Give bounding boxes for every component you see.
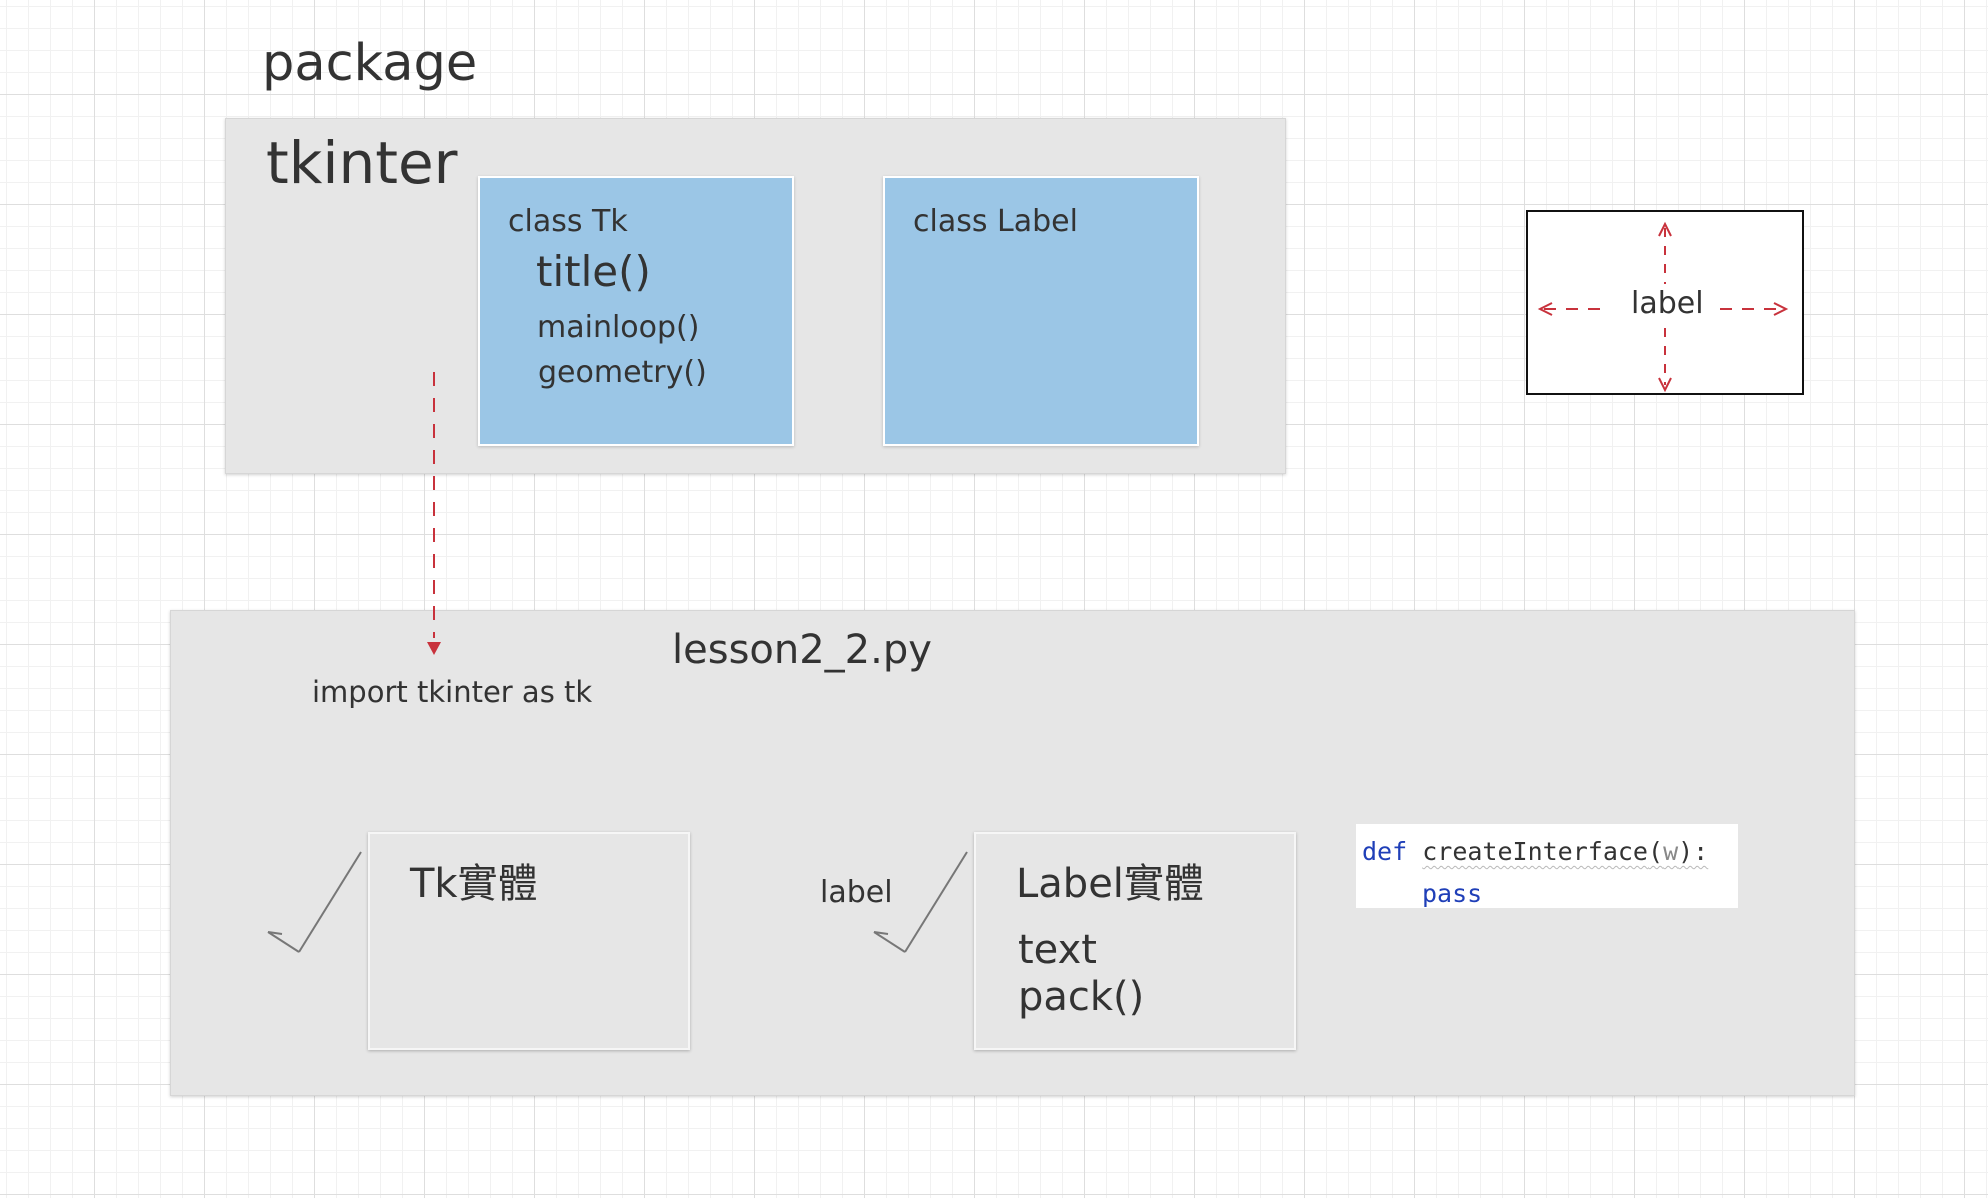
open-paren: (	[1648, 837, 1664, 866]
import-dashed-arrow	[427, 372, 441, 655]
tk-instance-box	[368, 832, 690, 1050]
function-name: createInterface	[1422, 837, 1648, 866]
class-tk-box	[478, 176, 794, 446]
class-tk-name: class Tk	[508, 204, 628, 239]
method-title: title()	[536, 247, 651, 296]
tk-instance-arrow	[267, 851, 362, 953]
method-mainloop: mainloop()	[537, 310, 700, 345]
file-title: lesson2_2.py	[672, 627, 932, 673]
method-geometry: geometry()	[538, 355, 707, 390]
dimension-arrows	[1537, 221, 1789, 393]
package-title: tkinter	[266, 129, 458, 197]
parameter-w: w	[1663, 837, 1679, 866]
label-instance-box	[974, 832, 1296, 1050]
close-paren-colon: ):	[1678, 837, 1709, 866]
label-arrow-text: label	[820, 875, 893, 910]
def-keyword: def	[1362, 837, 1408, 866]
function-signature: createInterface(w):	[1422, 837, 1708, 866]
class-label-name: class Label	[913, 204, 1078, 239]
label-instance-title: Label實體	[1016, 861, 1204, 907]
label-sketch-text: label	[1627, 289, 1708, 319]
label-instance-arrow	[873, 851, 968, 953]
class-label-box	[883, 176, 1199, 446]
code-line-def: def createInterface(w):	[1362, 839, 1708, 864]
import-statement: import tkinter as tk	[312, 675, 593, 709]
tk-instance-title: Tk實體	[410, 861, 538, 907]
label-member-pack: pack()	[1018, 974, 1145, 1020]
package-heading: package	[262, 34, 478, 93]
code-snippet: def createInterface(w): pass	[1356, 824, 1738, 908]
label-member-text: text	[1018, 927, 1097, 973]
code-line-pass: pass	[1422, 879, 1483, 908]
